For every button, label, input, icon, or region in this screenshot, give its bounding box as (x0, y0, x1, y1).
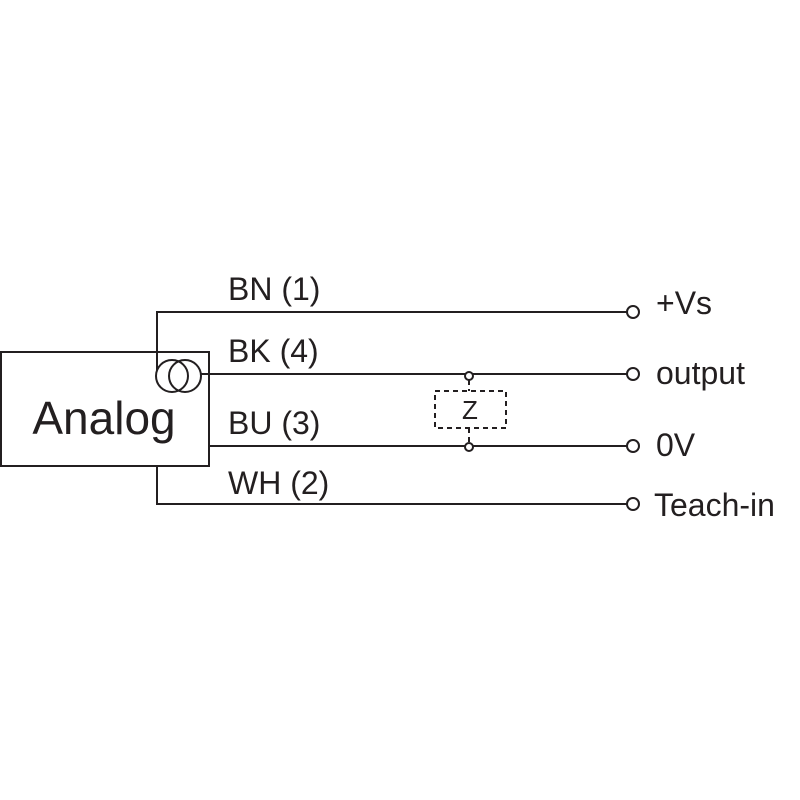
load-label: Z (462, 395, 478, 425)
wire-bn-label: BN (1) (228, 271, 320, 307)
wire-bu-label: BU (3) (228, 405, 320, 441)
terminal-teach-in[interactable] (626, 497, 640, 511)
wire-bk-label: BK (4) (228, 333, 319, 369)
wire-bu (209, 439, 640, 453)
terminal-output[interactable] (626, 367, 640, 381)
wire-bk (201, 367, 640, 381)
terminal-output-label: output (656, 355, 745, 391)
terminal-0v-label: 0V (656, 427, 696, 463)
wire-wh (156, 466, 640, 511)
terminal-vs-label: +Vs (656, 285, 712, 321)
load-node-top (464, 371, 474, 381)
analog-block-label: Analog (32, 392, 175, 444)
terminal-0v[interactable] (626, 439, 640, 453)
load-node-bottom (464, 442, 474, 452)
analog-block (0, 351, 210, 467)
load-z: Z (434, 371, 507, 452)
wire-bn (156, 305, 640, 370)
wire-wh-label: WH (2) (228, 465, 329, 501)
terminal-vs[interactable] (626, 305, 640, 319)
current-source-icon (155, 359, 202, 393)
terminal-teach-in-label: Teach-in (654, 487, 775, 523)
